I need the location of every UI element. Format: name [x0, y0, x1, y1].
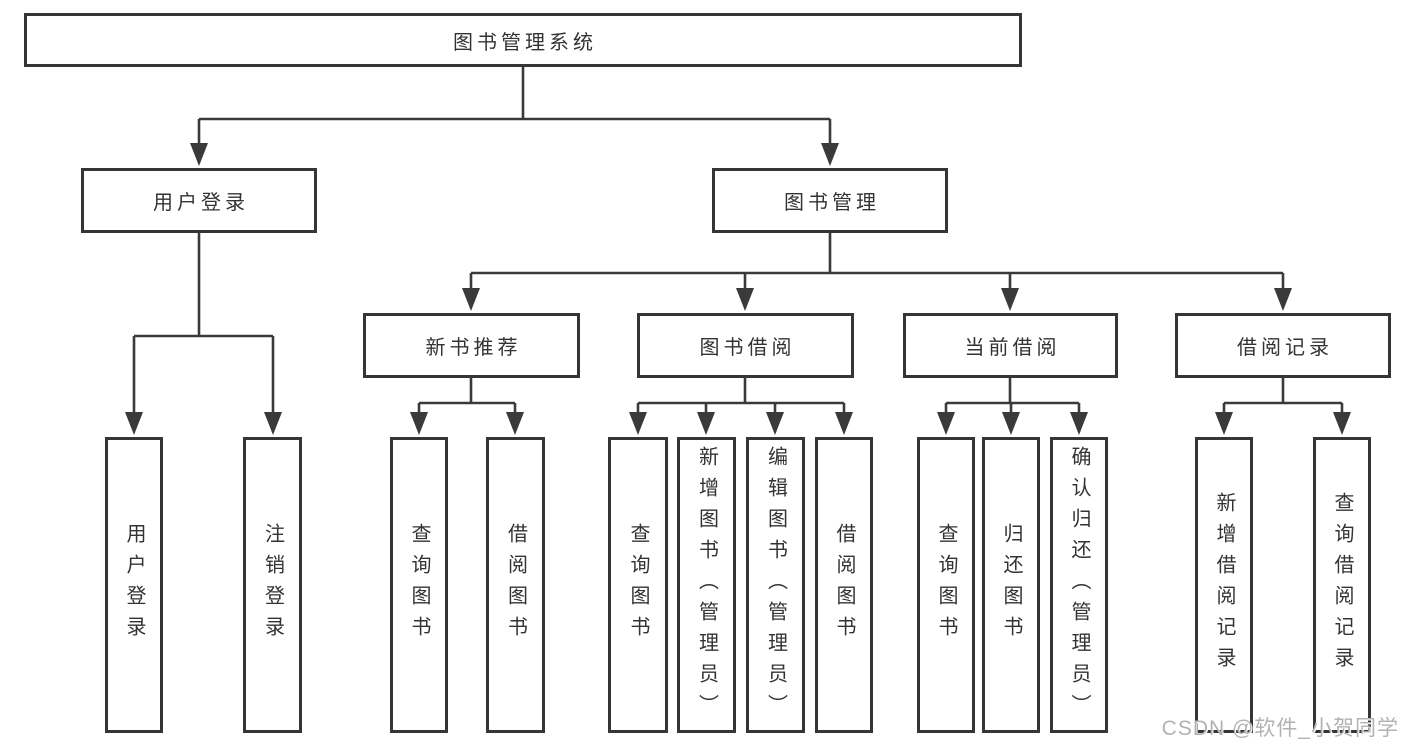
leaf-add-book-admin: 新增图书（管理员）: [677, 437, 736, 733]
leaf-add-borrow-record-label: 新增借阅记录: [1213, 492, 1235, 678]
arrowhead: [264, 412, 282, 435]
arrowhead: [410, 412, 428, 435]
arrowhead: [1001, 288, 1019, 311]
node-library-system-label: 图书管理系统: [453, 31, 597, 54]
arrowhead: [766, 412, 784, 435]
leaf-query-books-recommend-label: 查询图书: [408, 523, 430, 647]
leaf-query-books-current: 查询图书: [917, 437, 975, 733]
leaf-borrow-books-recommend-label: 借阅图书: [504, 523, 527, 647]
leaf-query-borrow-record-label: 查询借阅记录: [1331, 492, 1353, 678]
arrowhead: [1274, 288, 1292, 311]
arrowhead: [1002, 412, 1020, 435]
node-new-book-recommend: 新书推荐: [363, 313, 580, 378]
leaf-confirm-return-admin-label: 确认归还（管理员）: [1068, 445, 1090, 725]
leaf-query-books-borrowing-label: 查询图书: [627, 523, 649, 647]
leaf-query-borrow-record: 查询借阅记录: [1313, 437, 1371, 733]
arrowhead: [1070, 412, 1088, 435]
leaf-user-login-label: 用户登录: [123, 523, 145, 647]
leaf-return-books: 归还图书: [982, 437, 1040, 733]
leaf-logout-label: 注销登录: [261, 523, 284, 647]
arrowhead: [190, 143, 208, 166]
arrowhead: [821, 143, 839, 166]
node-borrow-records: 借阅记录: [1175, 313, 1391, 378]
node-new-book-recommend-label: 新书推荐: [425, 337, 522, 359]
leaf-borrow-books-borrowing-label: 借阅图书: [833, 523, 855, 647]
node-current-borrowing-label: 当前借阅: [964, 337, 1061, 359]
leaf-query-books-current-label: 查询图书: [935, 523, 957, 647]
leaf-edit-book-admin-label: 编辑图书（管理员）: [764, 445, 787, 725]
leaf-query-books-borrowing: 查询图书: [608, 437, 668, 733]
node-user-login: 用户登录: [81, 168, 317, 233]
leaf-confirm-return-admin: 确认归还（管理员）: [1050, 437, 1108, 733]
arrowhead: [736, 288, 754, 311]
leaf-add-borrow-record: 新增借阅记录: [1195, 437, 1253, 733]
leaf-return-books-label: 归还图书: [1000, 523, 1022, 647]
arrowhead: [835, 412, 853, 435]
node-library-system: 图书管理系统: [24, 13, 1022, 67]
leaf-add-book-admin-label: 新增图书（管理员）: [695, 445, 718, 725]
node-book-borrowing-label: 图书借阅: [699, 337, 796, 359]
node-borrow-records-label: 借阅记录: [1237, 337, 1333, 359]
arrowhead: [697, 412, 715, 435]
arrowhead: [937, 412, 955, 435]
leaf-edit-book-admin: 编辑图书（管理员）: [746, 437, 805, 733]
leaf-user-login: 用户登录: [105, 437, 163, 733]
node-book-management-label: 图书管理: [784, 192, 880, 214]
arrowhead: [1215, 412, 1233, 435]
arrowhead: [629, 412, 647, 435]
csdn-watermark: CSDN @软件_小贺同学: [1161, 717, 1399, 740]
node-user-login-label: 用户登录: [153, 192, 249, 214]
node-current-borrowing: 当前借阅: [903, 313, 1118, 378]
arrowhead: [1333, 412, 1351, 435]
leaf-logout: 注销登录: [243, 437, 302, 733]
node-book-borrowing: 图书借阅: [637, 313, 854, 378]
leaf-borrow-books-recommend: 借阅图书: [486, 437, 545, 733]
leaf-query-books-recommend: 查询图书: [390, 437, 448, 733]
leaf-borrow-books-borrowing: 借阅图书: [815, 437, 873, 733]
node-book-management: 图书管理: [712, 168, 948, 233]
arrowhead: [125, 412, 143, 435]
arrowhead: [462, 288, 480, 311]
arrowhead: [506, 412, 524, 435]
